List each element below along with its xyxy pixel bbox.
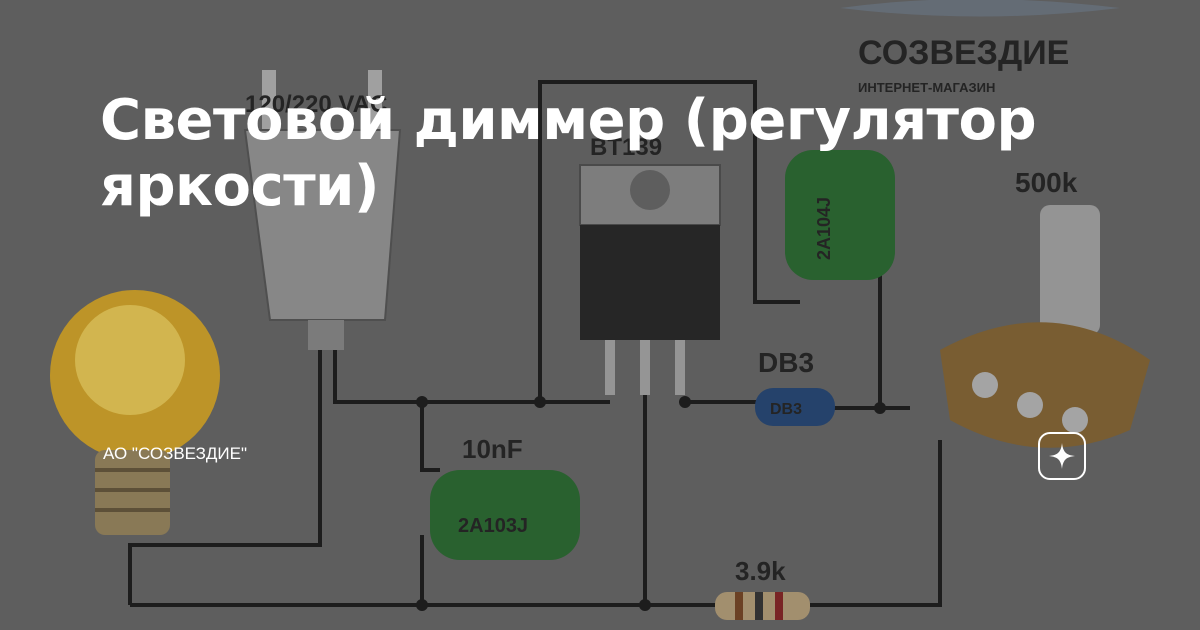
diac-label: DB3 (758, 347, 814, 378)
capacitor-top-image: 2A104J (785, 150, 895, 280)
author-name[interactable]: АО "СОЗВЕЗДИЕ" (103, 444, 248, 463)
resistor-image: 3.9k (715, 556, 810, 620)
store-logo: СОЗВЕЗДИЕ ИНТЕРНЕТ-МАГАЗИН (840, 0, 1120, 95)
pot-label: 500k (1015, 167, 1078, 198)
power-plug-image: 120/220 VAC (243, 70, 402, 350)
triac-label: BT139 (590, 134, 662, 161)
logo-name: СОЗВЕЗДИЕ (858, 34, 1069, 72)
cap-bottom-code: 2A103J (458, 515, 528, 537)
resistor-label: 3.9k (735, 556, 786, 586)
diac-image: DB3 DB3 (755, 347, 835, 426)
voltage-label: 120/220 VAC (245, 91, 387, 118)
potentiometer-image: 500k (940, 167, 1150, 448)
logo-tagline: ИНТЕРНЕТ-МАГАЗИН (858, 80, 995, 95)
triac-image: BT139 (579, 134, 721, 395)
article-title: Световой диммер (регулятор яркости) (100, 88, 1037, 219)
diac-body-text: DB3 (770, 401, 802, 418)
cap-bottom-label: 10nF (462, 434, 523, 464)
capacitor-bottom-image: 10nF 2A103J (430, 434, 580, 560)
channel-button[interactable] (1038, 432, 1086, 480)
sparkle-icon (1049, 443, 1075, 469)
light-bulb-image (50, 290, 220, 535)
cap-top-code: 2A104J (814, 197, 834, 260)
